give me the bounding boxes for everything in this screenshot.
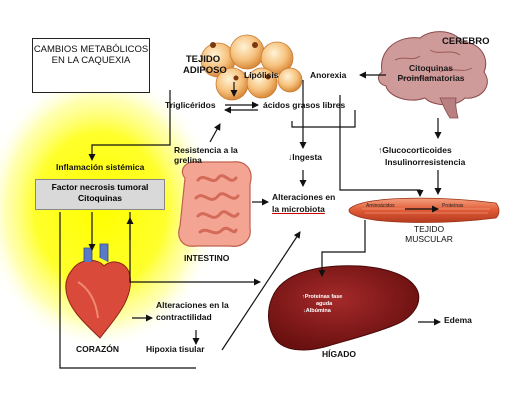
brain-cytokines-label: Citoquinas Proinflamatorias [397, 63, 465, 83]
glucocorticoids-label: ↑Glucocorticoides [378, 145, 452, 155]
fatty-acids-label: ácidos grasos libres [263, 100, 346, 110]
microbiota-label-line2: la microbiota [272, 204, 325, 215]
microbiota-label-text: la microbiota [272, 204, 325, 214]
adipose-tissue-illustration [200, 34, 303, 101]
muscle-tissue-label: TEJIDO MUSCULAR [405, 224, 453, 244]
inflammation-glow [0, 70, 218, 350]
edema-label: Edema [444, 315, 472, 325]
heart-illustration [65, 243, 131, 339]
amino-acids-label: Aminoácidos [366, 203, 395, 209]
tissue-hypoxia-label: Hipoxia tisular [146, 344, 205, 354]
diagram-title: CAMBIOS METABÓLICOS EN LA CAQUEXIA [32, 38, 150, 93]
liver-label: HÍGADO [322, 349, 356, 359]
liver-illustration [268, 265, 420, 351]
proteins-label: Proteínas [442, 203, 464, 209]
cytokines-label: Citoquinas [78, 192, 122, 203]
microbiota-label-line1: Alteraciones en [272, 192, 336, 202]
lipolysis-label: Lipólisis [244, 70, 279, 80]
insulin-resistance-label: Insulinorresistencia [385, 157, 466, 167]
systemic-inflammation-label: Inflamación sistémica [56, 162, 145, 172]
contractility-label-line1: Alteraciones en la [156, 300, 229, 310]
acute-phase-label-line2: aguda [316, 301, 333, 307]
intake-label: ↓Ingesta [288, 152, 323, 162]
brain-label: CEREBRO [442, 36, 490, 47]
tnf-label: Factor necrosis tumoral [51, 182, 149, 192]
connector-arrows [59, 71, 442, 369]
intestine-label: INTESTINO [184, 253, 230, 263]
brain-illustration [378, 31, 488, 119]
heart-label: CORAZÓN [76, 344, 119, 354]
albumin-label: ↓Albúmina [303, 308, 331, 314]
tnf-cytokines-box: Factor necrosis tumoral Citoquinas [35, 179, 165, 210]
contractility-label-line2: contractilidad [156, 312, 212, 322]
ghrelin-resistance-label: Resistencia a la grelina [174, 145, 238, 165]
triglycerides-label: Triglicéridos [165, 100, 216, 110]
muscle-illustration [348, 197, 500, 223]
adipose-tissue-label: TEJIDO ADIPOSO [183, 54, 227, 76]
intestine-illustration [178, 161, 252, 247]
acute-phase-label-line1: ↑Proteínas fase [302, 294, 343, 300]
anorexia-label: Anorexia [310, 70, 347, 80]
